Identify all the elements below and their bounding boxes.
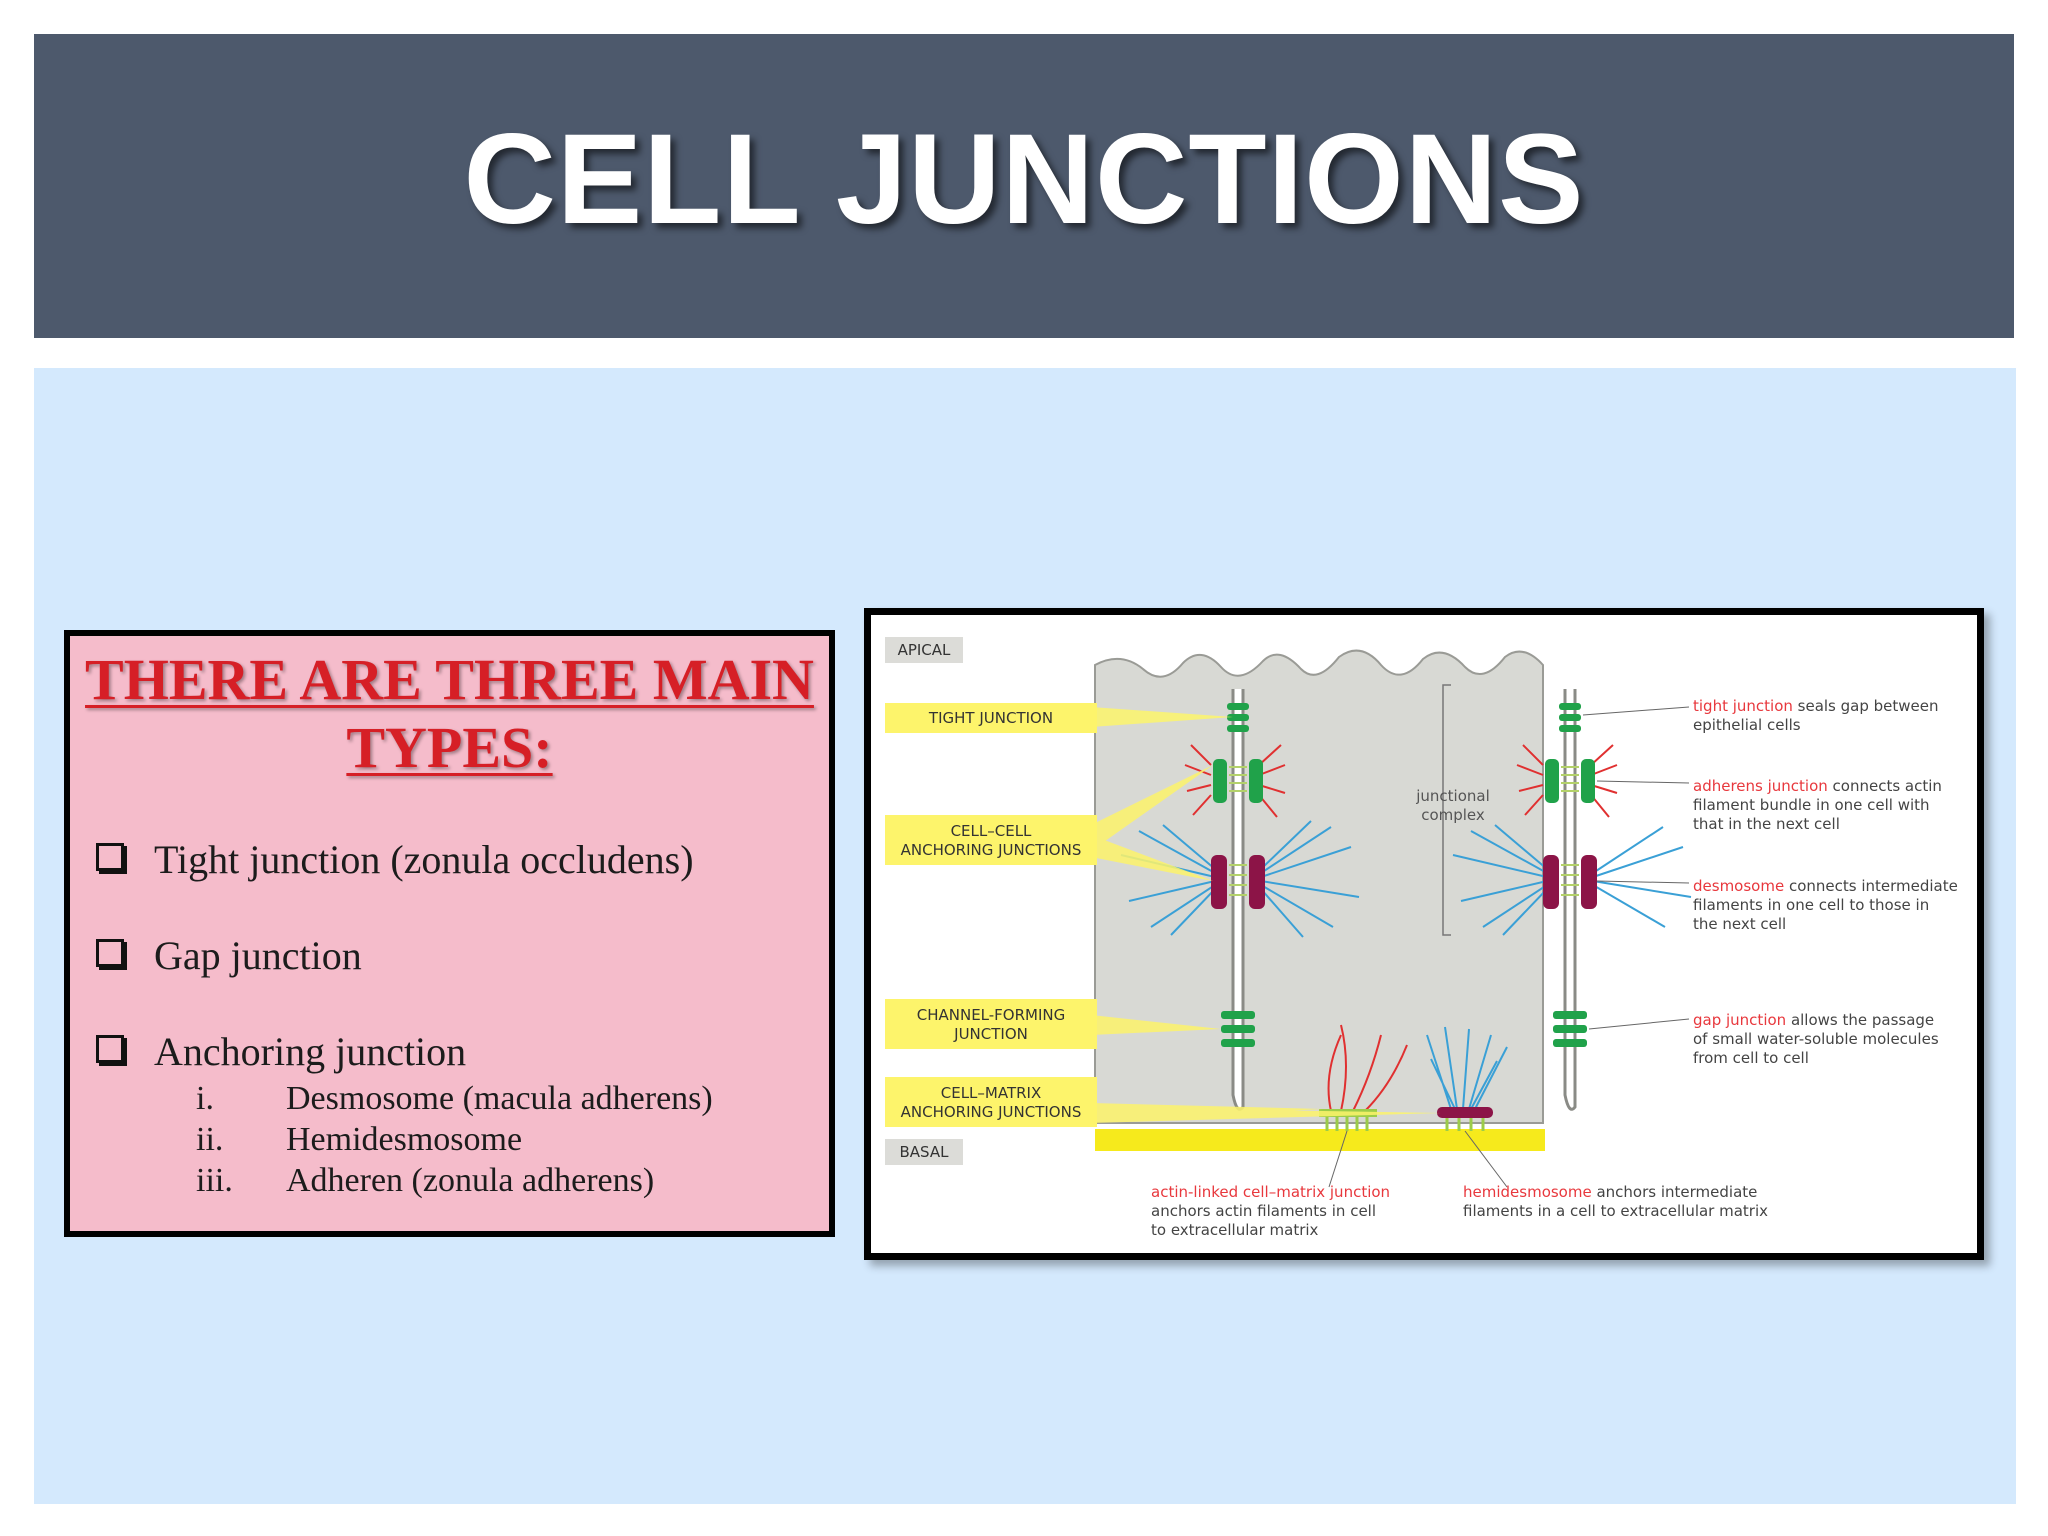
hemidesmosome [1426,1026,1508,1131]
apical-tag [885,637,963,663]
basal-label: BASAL [900,1143,950,1161]
checkbox-bullet-icon [96,939,124,967]
sub-item-desmosome: i. Desmosome (macula adherens) [196,1079,713,1119]
leader-lines [1328,706,1690,1188]
desmosome-right [1543,855,1597,909]
callout-cell-cell-line2: ANCHORING JUNCTIONS [901,841,1082,859]
label-tight-junction: tight junction seals gap between [1693,697,1939,715]
sub-item-adheren: iii. Adheren (zonula adherens) [196,1161,654,1201]
sub-item-number: iii. [196,1162,233,1199]
diagram-svg: APICAL BASAL TIGHT JUNCTION CELL–CELL AN… [885,637,1958,1239]
label-rest: allows the passage [1786,1011,1934,1029]
label-rest: seals gap between [1793,697,1939,715]
list-item-label: Tight junction (zonula occludens) [154,837,694,882]
tight-junction-right [1559,703,1581,732]
label-rest: anchors intermediate [1592,1183,1758,1201]
term-hemidesmosome: hemidesmosome [1463,1183,1592,1201]
callout-channel-line2: JUNCTION [953,1025,1028,1043]
adherens-junction-left [1213,759,1263,803]
basal-lamina [1095,1129,1545,1151]
label-gap-junction: gap junction allows the passage [1693,1011,1934,1029]
junction-types-box: THERE ARE THREE MAIN TYPES: Tight juncti… [64,630,835,1237]
sub-item-label: Hemidesmosome [286,1121,523,1158]
callout-channel-line1: CHANNEL-FORMING [917,1006,1066,1024]
term-actin-matrix-junction: actin-linked cell–matrix junction [1151,1183,1390,1201]
label-line: to extracellular matrix [1151,1221,1319,1239]
adherens-actin-left [1184,744,1286,818]
label-line: from cell to cell [1693,1049,1809,1067]
sub-item-hemidesmosome: ii. Hemidesmosome [196,1120,522,1160]
callout-boxes [885,703,1097,1127]
label-desmosome: desmosome connects intermediate [1693,877,1958,895]
label-line: filaments in one cell to those in [1693,896,1929,914]
label-line: epithelial cells [1693,716,1801,734]
term-gap-junction: gap junction [1693,1011,1786,1029]
slide-title: CELL JUNCTIONS [463,107,1585,251]
types-heading-line1: THERE ARE THREE MAIN [85,647,814,712]
gap-junction-left [1221,1011,1255,1047]
list-item-anchoring-junction: Anchoring junction [96,1028,466,1076]
list-item-label: Anchoring junction [154,1029,467,1074]
adherens-actin-right [1516,744,1618,818]
desmosome-left [1211,855,1265,909]
callout-cell-matrix-line1: CELL–MATRIX [941,1084,1042,1102]
list-item-gap-junction: Gap junction [96,932,362,980]
label-line: of small water-soluble molecules [1693,1030,1939,1048]
label-line: that in the next cell [1693,815,1840,833]
junctional-complex-bracket [1442,684,1451,936]
title-bar: CELL JUNCTIONS [34,34,2014,338]
callout-tight-junction: TIGHT JUNCTION [928,709,1053,727]
adherens-junction-right [1545,759,1595,803]
callout-cell-matrix-line2: ANCHORING JUNCTIONS [901,1103,1082,1121]
label-hemidesmosome: hemidesmosome anchors intermediate [1463,1183,1757,1201]
label-rest: connects actin [1828,777,1942,795]
junctional-complex-line1: junctional [1415,787,1490,805]
label-line: the next cell [1693,915,1786,933]
basal-tag [885,1139,963,1165]
term-adherens-junction: adherens junction [1693,777,1828,795]
callout-cell-cell-line1: CELL–CELL [951,822,1032,840]
term-tight-junction: tight junction [1693,697,1793,715]
desmosome-filaments-right [1452,824,1692,936]
gap-junction-right [1553,1011,1587,1047]
sub-item-number: i. [196,1080,214,1117]
label-adherens-junction: adherens junction connects actin [1693,777,1942,795]
label-line: filament bundle in one cell with [1693,796,1930,814]
callout-beams [1091,707,1441,1123]
label-actin-matrix-junction: actin-linked cell–matrix junction [1151,1183,1390,1201]
checkbox-bullet-icon [96,843,124,871]
checkbox-bullet-icon [96,1035,124,1063]
types-heading-line2: TYPES: [346,715,553,780]
list-item-tight-junction: Tight junction (zonula occludens) [96,836,694,884]
sub-item-label: Adheren (zonula adherens) [286,1162,655,1199]
list-item-label: Gap junction [154,933,362,978]
sub-item-label: Desmosome (macula adherens) [286,1080,713,1117]
sub-item-number: ii. [196,1121,224,1158]
types-heading: THERE ARE THREE MAIN TYPES: [70,646,829,782]
label-line: anchors actin filaments in cell [1151,1202,1376,1220]
label-rest: connects intermediate [1784,877,1958,895]
tight-junction-left [1227,703,1249,732]
apical-label: APICAL [898,641,951,659]
term-desmosome: desmosome [1693,877,1784,895]
lateral-membrane-right [1563,689,1577,1111]
junctional-complex-line2: complex [1421,806,1485,824]
label-line: filaments in a cell to extracellular mat… [1463,1202,1768,1220]
cell-junction-diagram: APICAL BASAL TIGHT JUNCTION CELL–CELL AN… [864,608,1984,1260]
